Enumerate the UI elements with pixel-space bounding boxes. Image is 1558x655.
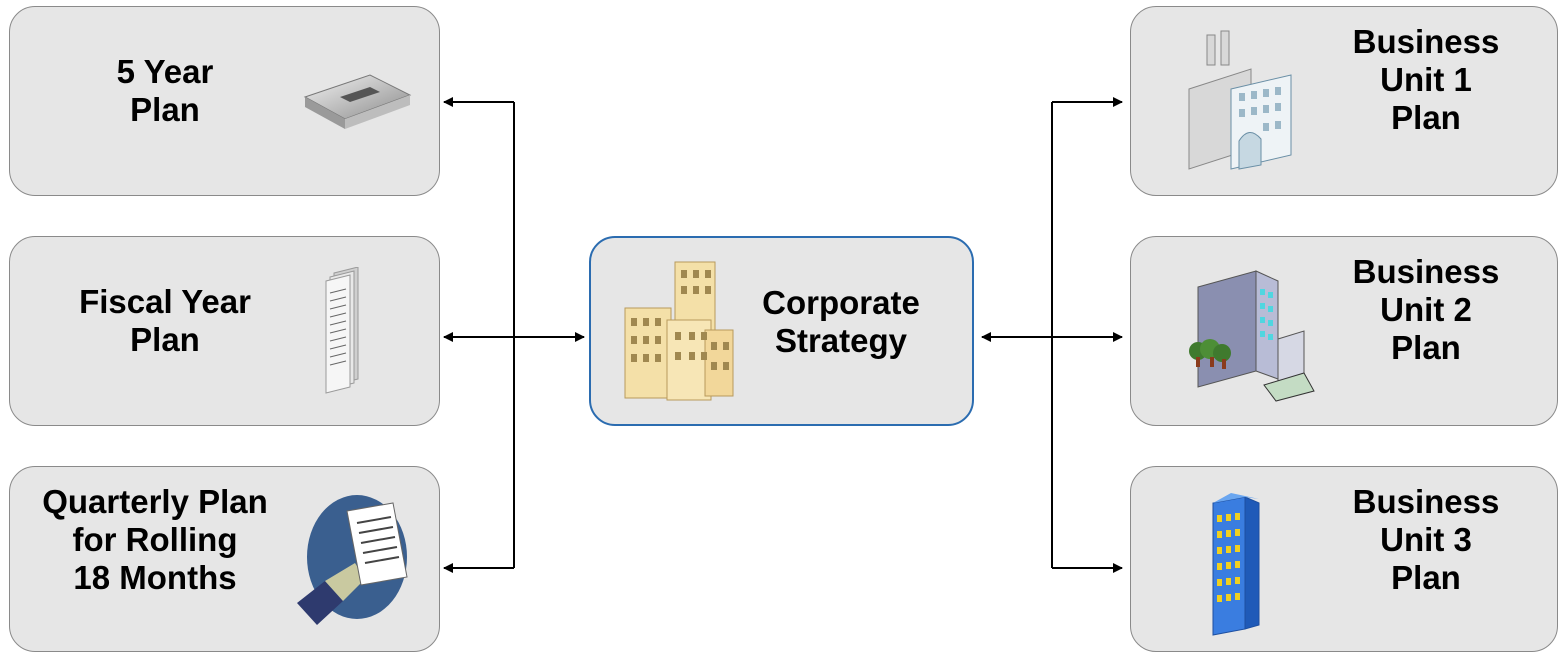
- business-unit-2-plan-label: Business Unit 2 Plan: [1352, 253, 1500, 366]
- fiscal-year-plan-label: Fiscal Year Plan: [79, 283, 251, 358]
- hand-holding-document-icon: [297, 495, 408, 625]
- office-buildings-icon: [624, 261, 734, 401]
- business-unit-3-plan-box: Business Unit 3 Plan: [1130, 466, 1558, 652]
- office-tower-trees-icon: [1189, 270, 1315, 402]
- blue-skyscraper-icon: [1212, 493, 1260, 636]
- quarterly-plan-box: Quarterly Plan for Rolling 18 Months: [9, 466, 440, 652]
- five-year-plan-label: 5 Year Plan: [116, 53, 214, 128]
- corporate-strategy-box: Corporate Strategy: [589, 236, 974, 426]
- corporate-strategy-label: Corporate Strategy: [762, 284, 920, 359]
- business-unit-3-plan-label: Business Unit 3 Plan: [1352, 483, 1500, 596]
- quarterly-plan-label: Quarterly Plan for Rolling 18 Months: [42, 483, 268, 596]
- five-year-plan-box: 5 Year Plan: [9, 6, 440, 196]
- factory-building-icon: [1188, 30, 1292, 170]
- fiscal-year-plan-box: Fiscal Year Plan: [9, 236, 440, 426]
- document-stack-icon: [325, 267, 359, 394]
- binder-icon: [303, 74, 412, 129]
- business-unit-2-plan-box: Business Unit 2 Plan: [1130, 236, 1558, 426]
- business-unit-1-plan-box: Business Unit 1 Plan: [1130, 6, 1558, 196]
- business-unit-1-plan-label: Business Unit 1 Plan: [1352, 23, 1500, 136]
